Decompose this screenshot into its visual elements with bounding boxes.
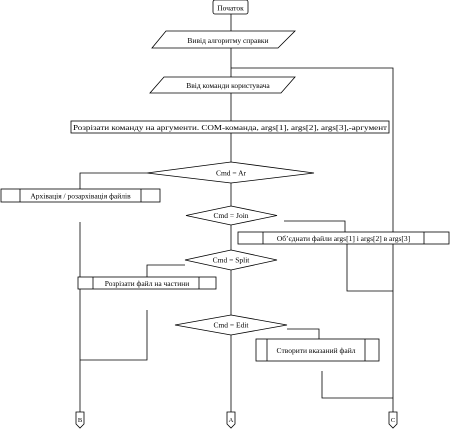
edge-edit-to-create-file	[287, 328, 320, 339]
join-files-node: Об’єднати файли args[1] і args[2] в args…	[237, 231, 450, 245]
edge-join-to-join-files	[284, 220, 346, 232]
edge-ar-to-archive	[79, 172, 147, 189]
flow-edges	[79, 14, 394, 412]
archive-node: Архівація / розархівація файлів	[0, 188, 161, 203]
connector-c-label: C	[391, 417, 395, 424]
split-file-label: Розрізати файл на частини	[105, 279, 190, 288]
edge-create-file-to-loop	[321, 371, 393, 399]
input-command-node: Ввід команди користувача	[149, 76, 296, 94]
create-file-label: Створити вказаний файл	[277, 346, 356, 355]
decision-join-label: Cmd = Join	[213, 211, 248, 220]
output-algorithm-node: Вивід алгоритму справки	[151, 30, 296, 49]
decision-ar-label: Cmd = Ar	[216, 169, 247, 178]
edge-split-to-split-file	[146, 264, 185, 277]
create-file-node: Створити вказаний файл	[255, 338, 380, 362]
start-label: Початок	[217, 4, 244, 13]
edge-split-file-to-b	[80, 310, 148, 361]
connector-a-label: A	[229, 417, 234, 424]
split-args-node: Розрізати команду на аргументи. COM-кома…	[70, 120, 390, 134]
decision-split-label: Cmd = Split	[213, 256, 251, 265]
split-args-label: Розрізати команду на аргументи. COM-кома…	[73, 123, 388, 132]
connector-b: B	[75, 411, 85, 429]
decision-edit-node: Cmd = Edit	[174, 314, 288, 336]
input-command-label: Ввід команди користувача	[186, 81, 270, 90]
connector-a: A	[226, 411, 236, 429]
edge-join-files-to-loop	[346, 243, 393, 292]
connector-b-label: B	[78, 417, 83, 424]
archive-label: Архівація / розархівація файлів	[30, 192, 131, 201]
decision-edit-label: Cmd = Edit	[213, 321, 249, 330]
decision-ar-node: Cmd = Ar	[146, 161, 315, 184]
join-files-label: Об’єднати файли args[1] і args[2] в args…	[277, 234, 410, 243]
start-terminal: Початок	[212, 0, 249, 15]
decision-join-node: Cmd = Join	[185, 205, 278, 226]
output-algorithm-label: Вивід алгоритму справки	[187, 36, 268, 45]
split-file-node: Розрізати файл на частини	[77, 276, 217, 290]
edge-loop-c	[231, 67, 394, 412]
decision-split-node: Cmd = Split	[184, 249, 278, 271]
connector-c: C	[388, 411, 398, 429]
